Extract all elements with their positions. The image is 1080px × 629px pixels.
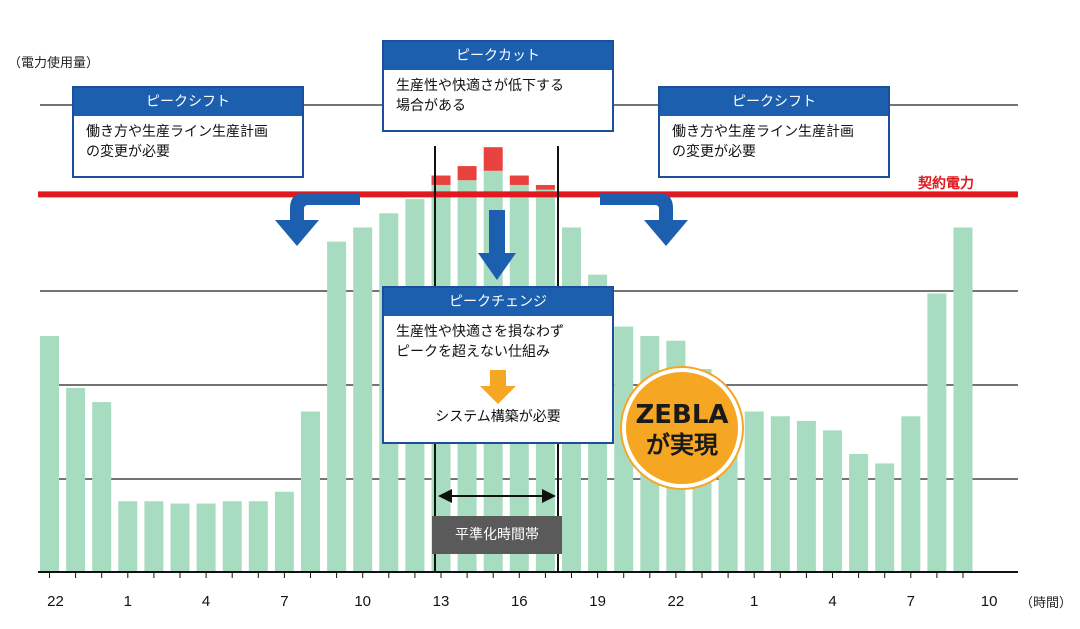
bar-over-contract xyxy=(509,175,529,185)
bar-over-contract xyxy=(431,175,451,185)
bar xyxy=(744,411,764,572)
contract-power-label: 契約電力 xyxy=(918,176,974,192)
leveling-time-band-label: 平準化時間帯 xyxy=(432,516,562,554)
bar xyxy=(274,491,294,572)
x-tick-label: 4 xyxy=(828,593,836,610)
bar xyxy=(327,241,347,572)
bar xyxy=(144,501,164,572)
peak-change-footer: システム構築が必要 xyxy=(435,409,561,425)
bar xyxy=(118,501,138,572)
peak-shift-right-box: ピークシフト 働き方や生産ライン生産計画 の変更が必要 xyxy=(658,86,890,178)
x-tick-label: 22 xyxy=(47,593,64,610)
peak-cut-header: ピークカット xyxy=(384,42,612,70)
peak-change-body: 生産性や快適さを損なわず ピークを超えない仕組み xyxy=(396,324,564,360)
bar xyxy=(614,326,634,572)
bar xyxy=(849,454,869,572)
zebla-badge-line1: ZEBLA xyxy=(635,400,729,430)
bar xyxy=(40,336,59,572)
bar xyxy=(796,420,816,572)
bar xyxy=(901,416,921,572)
leveling-band-arrow-right-icon xyxy=(542,489,556,503)
bar xyxy=(66,387,86,572)
bar xyxy=(823,430,842,572)
x-tick-label: 19 xyxy=(589,593,606,610)
bar xyxy=(248,501,268,572)
bar xyxy=(927,293,947,572)
x-tick-label: 16 xyxy=(511,593,528,610)
leveling-band-arrow-left-icon xyxy=(438,489,452,503)
bar xyxy=(353,227,373,572)
bar xyxy=(92,402,112,572)
bar-over-contract xyxy=(483,147,503,171)
zebla-badge-line2: が実現 xyxy=(646,431,718,459)
peak-shift-left-body: 働き方や生産ライン生産計画 の変更が必要 xyxy=(86,124,268,160)
peak-shift-right-body: 働き方や生産ライン生産計画 の変更が必要 xyxy=(672,124,854,160)
peak-cut-body: 生産性や快適さが低下する 場合がある xyxy=(396,78,564,114)
peak-shift-right-arrow-icon xyxy=(600,193,688,246)
bar-over-contract xyxy=(457,166,477,181)
peak-change-down-arrow-icon xyxy=(480,370,516,404)
x-tick-label: 1 xyxy=(124,593,132,610)
bar xyxy=(196,503,216,572)
x-tick-label: 10 xyxy=(981,593,998,610)
x-tick-label: 7 xyxy=(280,593,288,610)
x-tick-label: 10 xyxy=(354,593,371,610)
bar xyxy=(953,227,973,572)
x-tick-label: 4 xyxy=(202,593,210,610)
peak-change-box: ピークチェンジ 生産性や快適さを損なわず ピークを超えない仕組み システム構築が… xyxy=(382,286,614,444)
x-tick-label: 1 xyxy=(750,593,758,610)
peak-shift-right-header: ピークシフト xyxy=(660,88,888,116)
bar xyxy=(222,501,242,572)
bar-over-contract xyxy=(535,184,555,190)
zebla-badge: ZEBLA が実現 xyxy=(622,368,742,488)
peak-cut-down-arrow-icon xyxy=(478,210,516,280)
peak-cut-box: ピークカット 生産性や快適さが低下する 場合がある xyxy=(382,40,614,132)
bar xyxy=(301,411,320,572)
bar xyxy=(875,463,895,572)
bar xyxy=(170,503,190,572)
x-tick-label: 7 xyxy=(907,593,915,610)
x-unit-label: （時間） xyxy=(1020,596,1073,611)
x-tick-label: 13 xyxy=(433,593,450,610)
x-tick-label: 22 xyxy=(668,593,685,610)
peak-shift-left-header: ピークシフト xyxy=(74,88,302,116)
bar xyxy=(770,416,790,572)
peak-shift-left-arrow-icon xyxy=(275,193,360,246)
peak-change-header: ピークチェンジ xyxy=(384,288,612,316)
y-unit-label: （電力使用量） xyxy=(8,56,100,71)
peak-shift-left-box: ピークシフト 働き方や生産ライン生産計画 の変更が必要 xyxy=(72,86,304,178)
